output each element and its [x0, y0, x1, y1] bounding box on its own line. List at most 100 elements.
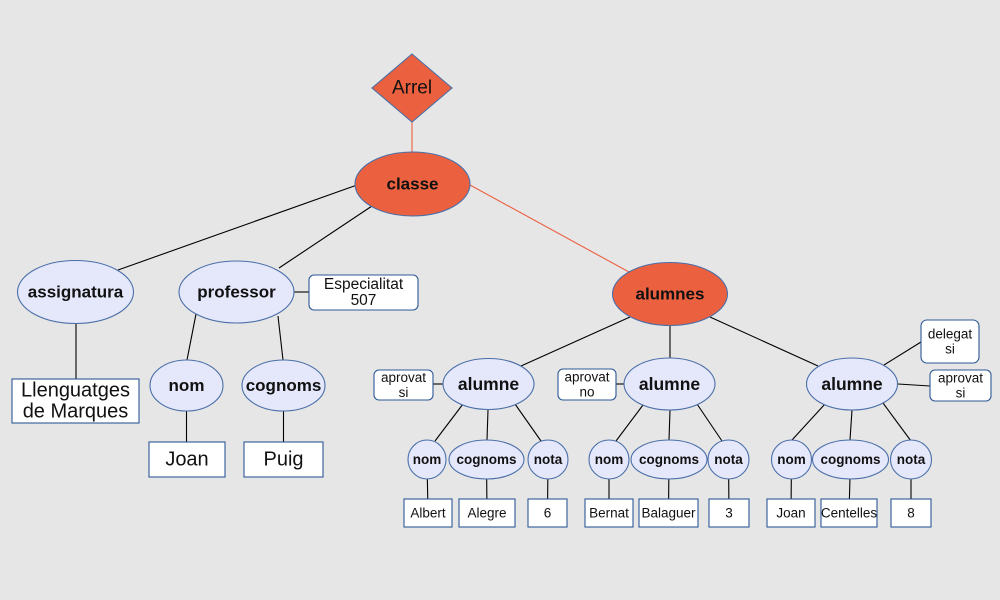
ellipse-shape	[707, 439, 750, 480]
text-value-node-alumne1-cognoms-text: Alegre	[458, 498, 516, 528]
node-label: delegat	[928, 327, 973, 342]
root-node-arrel: Arrel	[371, 53, 453, 123]
element-node-professor-nom: nom	[149, 359, 224, 412]
text-value-node-professor-cognoms-text: Puig	[243, 441, 324, 478]
node-label: Bernat	[589, 506, 629, 521]
node-label: professor	[197, 283, 276, 302]
element-node-alumne1-nota: nota	[527, 439, 569, 480]
node-label: nom	[413, 452, 442, 467]
node-label: nota	[534, 452, 563, 467]
ellipse-shape	[178, 260, 295, 324]
box-shape	[11, 378, 140, 424]
ellipse-shape	[588, 439, 630, 480]
node-label: Centelles	[821, 506, 878, 521]
node-label: alumne	[458, 374, 520, 394]
ellipse-shape	[889, 439, 933, 480]
diamond-shape	[371, 53, 453, 123]
text-value-node-alumne2-nota-text: 3	[708, 498, 750, 528]
ellipse-shape	[149, 359, 224, 412]
box-shape	[638, 498, 699, 528]
edge-alumne1-to-alumne1-cognoms	[486, 409, 489, 441]
element-node-assignatura: assignatura	[16, 259, 135, 325]
node-label: alumne	[639, 374, 701, 394]
edges-layer	[75, 122, 931, 514]
edge-alumnes-to-alumne3	[709, 316, 819, 367]
element-node-professor: professor	[178, 260, 295, 324]
edge-alumne2-to-alumne2-nota	[696, 403, 723, 442]
node-label: Especialitat	[324, 276, 404, 293]
node-label: alumne	[821, 374, 883, 394]
ellipse-shape	[811, 439, 890, 480]
edge-classe-to-professor	[278, 205, 373, 269]
element-node-professor-cognoms: cognoms	[241, 359, 326, 412]
edge-alumne3-to-alumne3-cognoms	[849, 409, 853, 441]
box-shape	[527, 498, 568, 528]
rounded-box-shape	[373, 369, 434, 401]
box-shape	[708, 498, 750, 528]
edge-alumne3-to-alumne3-nom	[791, 403, 826, 441]
node-label: Albert	[410, 506, 446, 521]
element-node-alumne3-cognoms: cognoms	[811, 439, 890, 480]
node-label: 6	[544, 506, 552, 521]
node-label: 507	[351, 292, 377, 309]
rounded-box-shape	[929, 369, 992, 402]
node-label: nom	[169, 376, 205, 395]
node-label: aprovat	[938, 371, 983, 386]
element-node-alumne3: alumne	[805, 357, 899, 411]
element-node-alumne2: alumne	[623, 357, 716, 411]
box-shape	[403, 498, 453, 528]
node-label: no	[579, 385, 594, 400]
node-label: cognoms	[456, 452, 516, 467]
node-label: 3	[725, 506, 733, 521]
box-shape	[890, 498, 932, 528]
node-label: nota	[897, 452, 926, 467]
ellipse-shape	[630, 439, 708, 480]
box-shape	[584, 498, 634, 528]
edge-alumne1-to-alumne1-nom	[434, 403, 464, 442]
edge-alumne2-to-alumne2-cognoms	[668, 409, 671, 441]
text-value-node-alumne2-cognoms-text: Balaguer	[638, 498, 699, 528]
node-label: aprovat	[564, 370, 609, 385]
node-label: nom	[777, 452, 806, 467]
element-node-alumnes: alumnes	[611, 261, 729, 327]
ellipse-shape	[611, 261, 729, 327]
node-label: Joan	[165, 449, 208, 471]
node-label: Puig	[263, 449, 303, 471]
element-node-alumne2-cognoms: cognoms	[630, 439, 708, 480]
node-label: si	[956, 386, 966, 401]
edge-alumne2-to-alumne2-nom	[615, 404, 644, 442]
rounded-box-shape	[557, 368, 617, 401]
box-shape	[148, 441, 226, 478]
ellipse-shape	[354, 151, 471, 217]
edge-alumnes-to-alumne1	[520, 316, 631, 367]
text-value-node-alumne3-nom-text: Joan	[766, 498, 816, 528]
node-label: Arrel	[392, 78, 432, 99]
text-value-node-alumne2-nom-text: Bernat	[584, 498, 634, 528]
box-shape	[820, 498, 878, 528]
element-node-classe: classe	[354, 151, 471, 217]
text-value-node-alumne1-nom-text: Albert	[403, 498, 453, 528]
edge-alumne3-to-alumne3-nota	[882, 402, 912, 442]
edge-alumne3-to-alumne3-attr-delegat	[883, 341, 922, 366]
box-shape	[766, 498, 816, 528]
node-label: cognoms	[820, 452, 880, 467]
node-label: Joan	[776, 506, 805, 521]
node-label: Llenguatges	[21, 380, 130, 402]
node-label: nota	[714, 452, 743, 467]
ellipse-shape	[16, 259, 135, 325]
ellipse-shape	[527, 439, 569, 480]
text-value-node-alumne3-cognoms-text: Centelles	[820, 498, 878, 528]
node-label: cognoms	[639, 452, 699, 467]
node-label: si	[945, 342, 955, 357]
element-node-alumne1-nom: nom	[407, 439, 447, 480]
rounded-box-shape	[308, 274, 419, 311]
node-label: de Marques	[23, 401, 129, 423]
node-label: si	[399, 385, 409, 400]
text-value-node-alumne3-nota-text: 8	[890, 498, 932, 528]
